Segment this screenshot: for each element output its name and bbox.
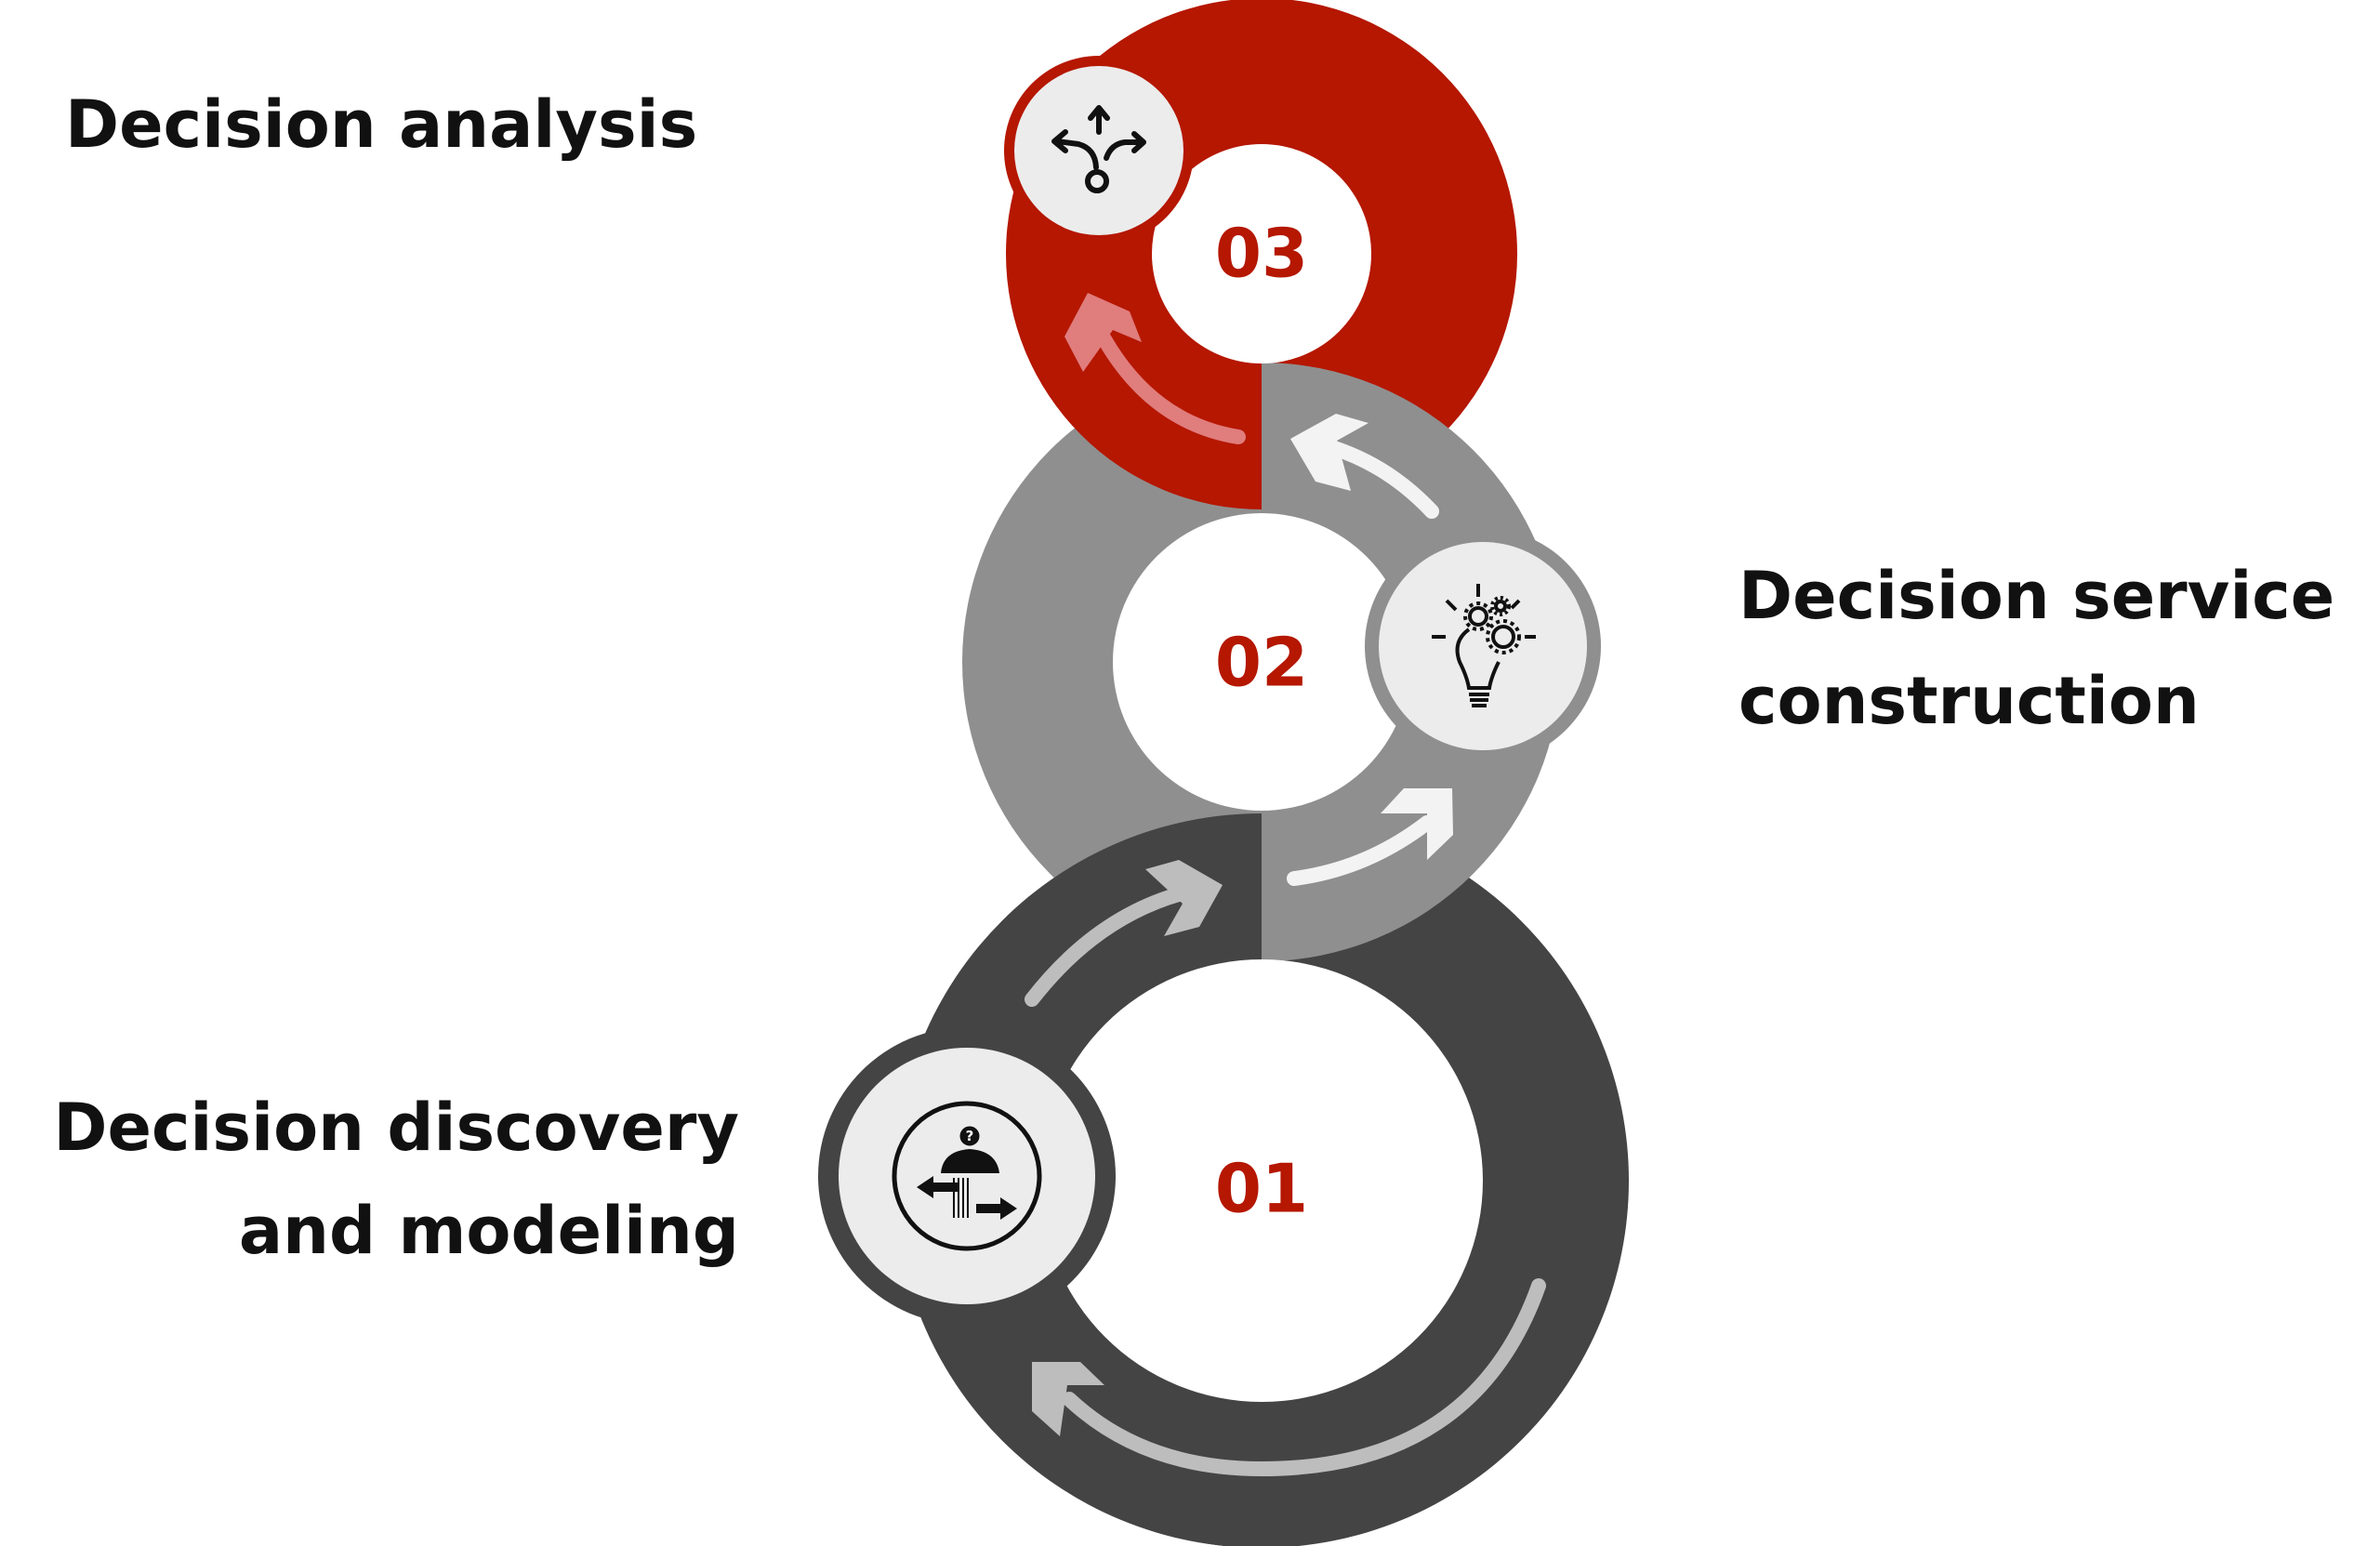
lightbulb-gears-icon	[1432, 584, 1536, 707]
svg-text:?: ?	[966, 1128, 974, 1144]
flow-arrow-02-top	[1290, 414, 1439, 519]
stage-01-inner	[1040, 959, 1483, 1402]
stage-02-label-line2: construction	[1739, 663, 2200, 739]
stage-03-label: Decision analysis	[65, 86, 697, 163]
flow-arrow-01-bottom	[1032, 1278, 1546, 1477]
stage-01-label-line1: Decision discovery	[53, 1090, 739, 1166]
stage-02-inner	[1113, 513, 1410, 811]
stage-02-number: 02	[1215, 624, 1308, 702]
stage-01-number: 01	[1215, 1150, 1308, 1228]
branching-arrows-icon	[1051, 105, 1146, 193]
stage-02-badge	[1365, 528, 1601, 764]
stage-01-label-line2: and modeling	[239, 1193, 739, 1269]
stage-03-badge	[1004, 56, 1194, 245]
flow-arrow-03	[1064, 293, 1246, 444]
flow-arrow-02-bottom	[1287, 788, 1453, 886]
stage-03-number: 03	[1215, 215, 1308, 293]
stage-02-label-line1: Decision service	[1739, 558, 2334, 634]
flow-arrow-01-top	[1025, 860, 1223, 1007]
stage-03-inner	[1152, 144, 1371, 363]
person-question-arrows-icon: ?	[892, 1101, 1042, 1251]
stage-01-badge: ?	[818, 1027, 1116, 1325]
